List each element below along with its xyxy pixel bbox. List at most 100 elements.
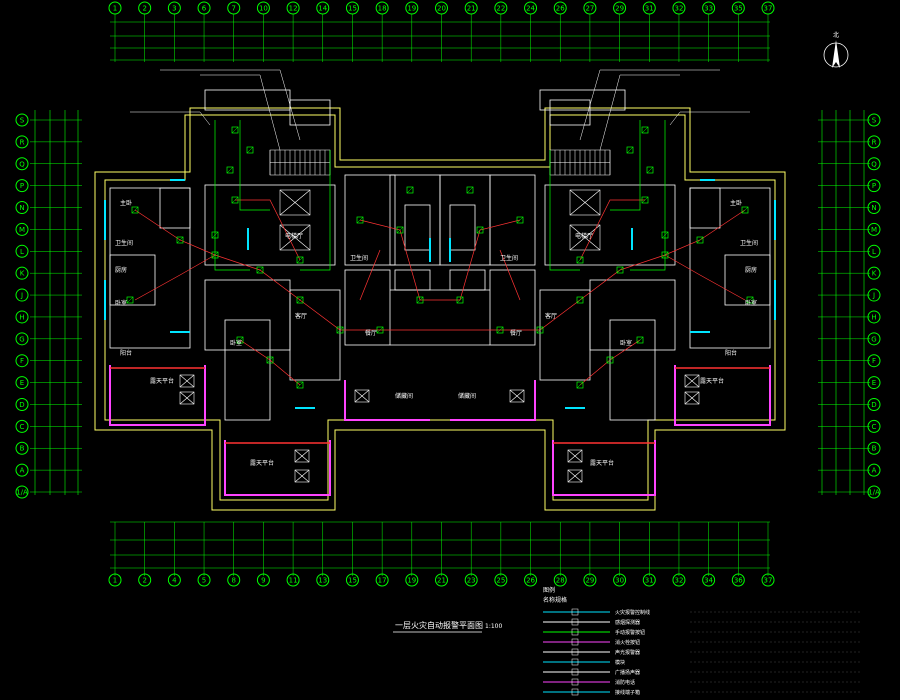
axis-bubble: 20 xyxy=(435,1,448,15)
smoke-detector-icon xyxy=(576,296,584,304)
axis-label: 20 xyxy=(437,5,446,13)
axis-label: C xyxy=(20,423,25,431)
smoke-detector-icon xyxy=(176,236,184,244)
axis-bubble: 27 xyxy=(583,1,597,15)
room-label: 露天平台 xyxy=(700,377,724,385)
axis-bubble: 1 xyxy=(108,573,122,587)
legend-row-text: 声光报警器 xyxy=(615,649,640,656)
axis-bubble: 24 xyxy=(524,1,538,15)
legend-row: 火灾报警控制线 xyxy=(543,608,860,616)
smoke-detector-icon xyxy=(236,336,244,344)
axis-label: 2 xyxy=(142,577,146,585)
axis-bubble: 1/A xyxy=(867,485,881,499)
axis-bubble: 1 xyxy=(108,1,122,15)
axis-bubble: R xyxy=(867,135,881,149)
axis-bubble: Q xyxy=(15,157,29,171)
axis-bubble: G xyxy=(867,332,881,346)
room-label: 露天平台 xyxy=(150,377,174,385)
axis-bubble: M xyxy=(867,222,881,236)
smoke-detector-icon xyxy=(396,226,404,234)
axis-label: 11 xyxy=(289,577,298,585)
axis-label: 33 xyxy=(704,5,713,13)
smoke-detector-icon xyxy=(416,296,424,304)
room-label: 主卧 xyxy=(730,199,742,207)
axis-label: C xyxy=(872,423,877,431)
axis-bubble: N xyxy=(867,201,881,215)
smoke-detector-icon xyxy=(246,146,254,154)
axis-bubble: 33 xyxy=(702,1,716,15)
room-label: 电梯厅 xyxy=(575,232,593,240)
smoke-detector-icon xyxy=(336,326,344,334)
smoke-detector-icon xyxy=(356,216,364,224)
legend: 图例 名称规格 火灾报警控制线感烟探测器手动报警按钮消火栓按钮声光报警器模块广播… xyxy=(543,586,860,696)
axis-label: G xyxy=(871,335,876,343)
axis-label: S xyxy=(20,117,25,125)
smoke-detector-icon xyxy=(646,166,654,174)
risers xyxy=(214,120,666,271)
axis-label: J xyxy=(20,292,23,300)
room-label: 卫生间 xyxy=(115,239,133,247)
axis-bubble: L xyxy=(867,244,881,258)
axis-label: 9 xyxy=(261,577,265,585)
axis-label: F xyxy=(872,357,876,365)
axis-bubble: G xyxy=(15,332,29,346)
bottom-dimension-lines xyxy=(110,521,770,569)
axis-bubble: K xyxy=(15,266,29,280)
room-label: 阳台 xyxy=(120,349,132,357)
axis-bubble: 30 xyxy=(613,573,627,587)
axis-label: 31 xyxy=(645,577,654,585)
axis-label: 27 xyxy=(585,5,594,13)
axis-label: L xyxy=(872,248,876,256)
axis-label: D xyxy=(871,401,876,409)
axis-label: 26 xyxy=(526,577,535,585)
axis-label: M xyxy=(871,226,877,234)
balcony-rails xyxy=(110,367,770,444)
right-dimension-lines xyxy=(821,110,865,495)
axis-bubble: 3 xyxy=(167,1,181,15)
balconies xyxy=(109,365,771,496)
room-label: 卫生间 xyxy=(740,239,758,247)
drawing-title: 一层火灾自动报警平面图 xyxy=(395,620,483,630)
axis-label: R xyxy=(872,138,877,146)
smoke-detector-icon xyxy=(661,231,669,239)
axis-label: 37 xyxy=(764,577,773,585)
north-label: 北 xyxy=(833,31,839,39)
room-label: 卧室 xyxy=(230,339,242,347)
axis-label: 35 xyxy=(734,5,743,13)
axis-bubble: 29 xyxy=(583,573,597,587)
legend-row-text: 消火栓按钮 xyxy=(615,639,640,646)
axis-label: 7 xyxy=(231,5,235,13)
top-dimension-lines xyxy=(110,21,770,61)
axis-bubble: B xyxy=(15,441,29,455)
axis-bubble: 15 xyxy=(345,573,359,587)
legend-row-text: 接线端子箱 xyxy=(615,689,640,696)
axis-bubble: 18 xyxy=(375,1,389,15)
axis-label: 36 xyxy=(734,577,743,585)
smoke-detector-icon xyxy=(476,226,484,234)
axis-bubble: 28 xyxy=(553,573,567,587)
axis-label: G xyxy=(19,335,24,343)
axis-label: B xyxy=(20,445,25,453)
smoke-detector-icon xyxy=(626,146,634,154)
smoke-detector-icon xyxy=(641,196,649,204)
legend-row-text: 手动报警按钮 xyxy=(615,629,645,636)
axis-bubble: N xyxy=(15,201,29,215)
axis-bubble: 25 xyxy=(494,573,508,587)
smoke-detector-icon xyxy=(496,326,504,334)
smoke-detector-icon xyxy=(231,196,239,204)
axis-label: 14 xyxy=(318,5,327,13)
axis-label: 37 xyxy=(764,5,773,13)
axis-label: 29 xyxy=(615,5,624,13)
axis-bubble: 6 xyxy=(197,1,211,15)
axis-bubble: 10 xyxy=(256,1,270,15)
axis-bubble: R xyxy=(15,135,29,149)
axis-label: F xyxy=(20,357,24,365)
smoke-detector-icon xyxy=(376,326,384,334)
axis-bubble: 2 xyxy=(138,1,152,15)
axis-bubble: E xyxy=(867,376,881,390)
axis-bubble: H xyxy=(867,310,881,324)
legend-row: 声光报警器 xyxy=(543,648,860,656)
